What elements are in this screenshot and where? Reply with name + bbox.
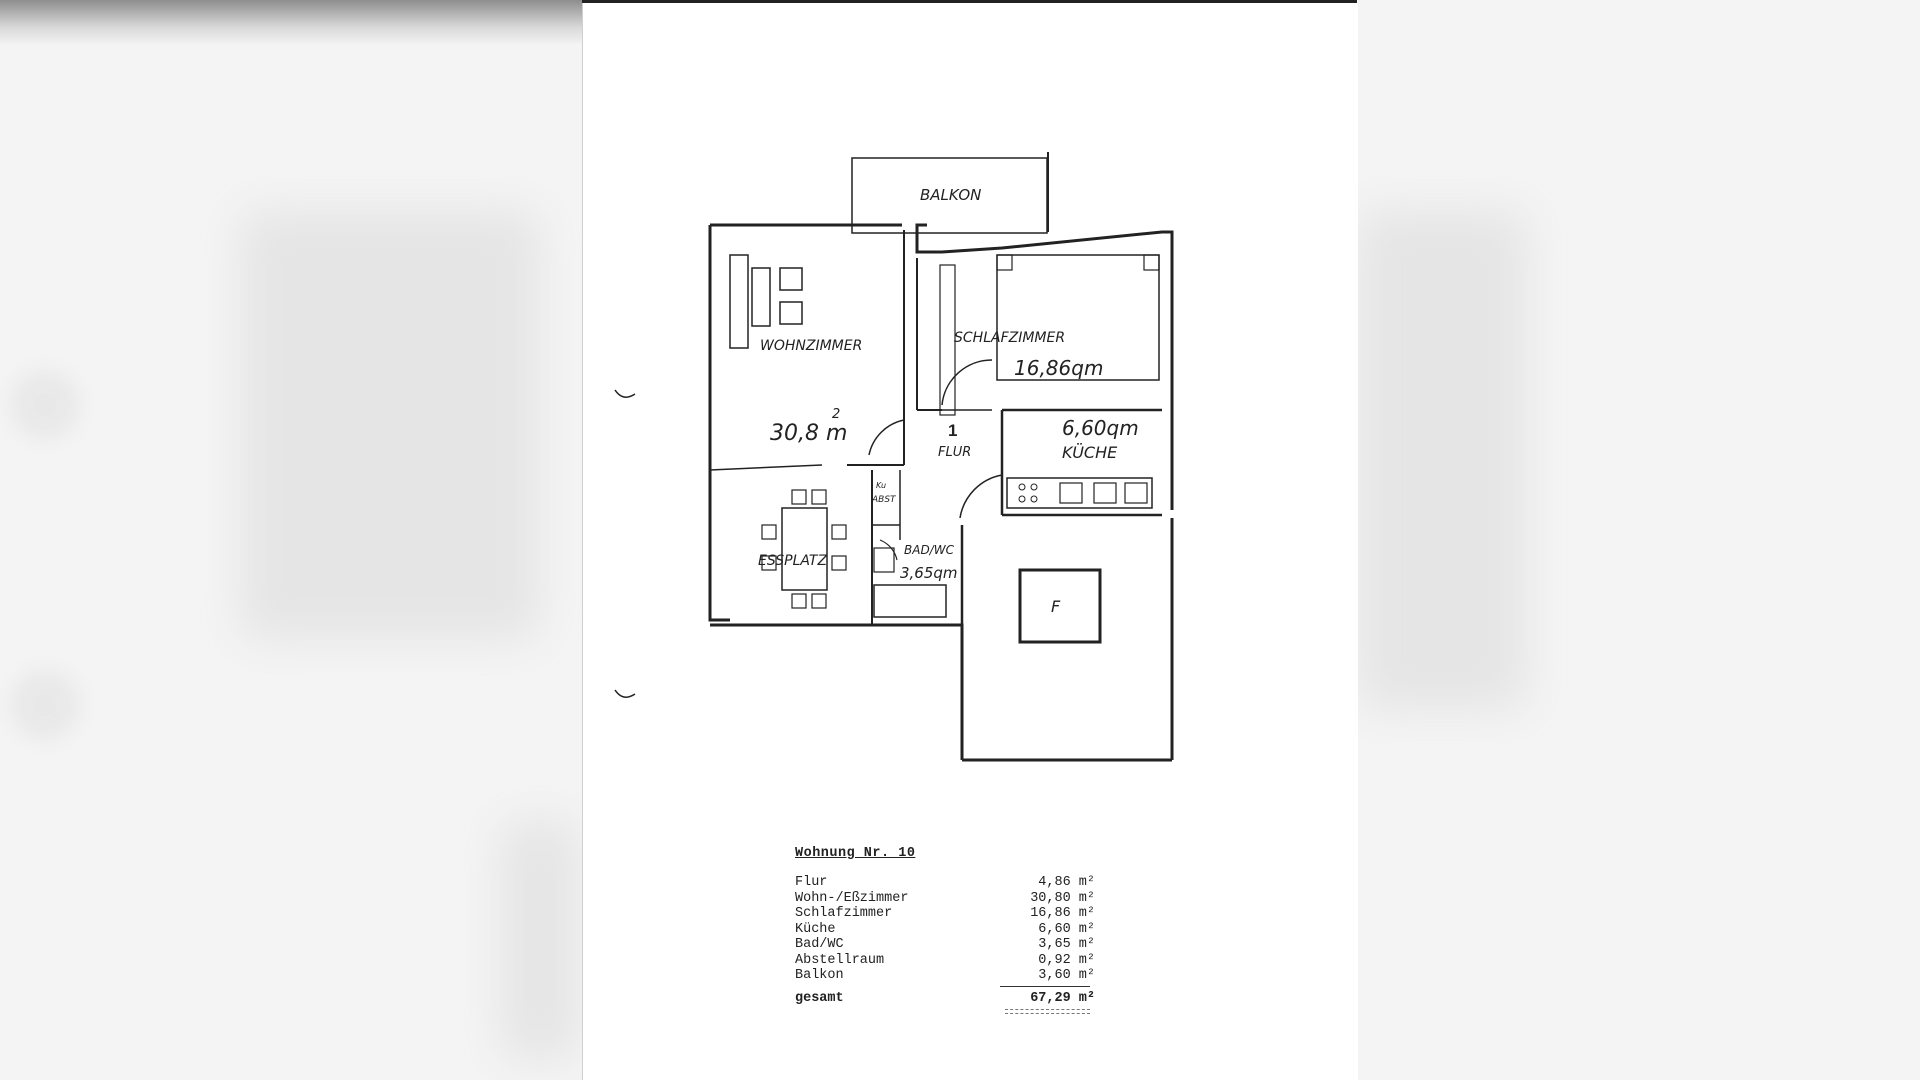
punch-hole-mark xyxy=(614,689,636,698)
total-value: 67,29 m² xyxy=(1030,990,1095,1006)
label-dining: ESSPLATZ xyxy=(758,553,827,569)
label-bedroom: SCHLAFZIMMER xyxy=(954,330,1065,346)
row-value: 3,65 m² xyxy=(1038,937,1095,952)
row-value: 16,86 m² xyxy=(1030,906,1095,921)
label-bath-area: 3,65qm xyxy=(900,564,958,582)
bed xyxy=(996,254,1160,381)
label-hall: FLUR xyxy=(938,445,971,460)
punch-hole-mark xyxy=(614,389,636,398)
row-value: 6,60 m² xyxy=(1038,921,1095,937)
door-swing xyxy=(868,419,905,456)
kitchen-counter xyxy=(1006,477,1153,509)
row-label: Balkon xyxy=(795,968,844,983)
blurred-punch-hole xyxy=(10,670,80,740)
row-label: Flur xyxy=(795,875,828,890)
table-row: Flur 4,86 m² xyxy=(795,875,1095,891)
area-table: Wohnung Nr. 10 Flur 4,86 m² Wohn-/Eßzimme… xyxy=(795,846,1095,1014)
sum-rule xyxy=(1000,985,1090,987)
row-value: 3,60 m² xyxy=(1038,968,1095,983)
label-bedroom-area: 16,86qm xyxy=(1014,356,1103,380)
label-balcony: BALKON xyxy=(920,186,981,204)
sofa xyxy=(729,254,749,349)
row-label: Wohn-/Eßzimmer xyxy=(795,890,909,906)
row-value: 0,92 m² xyxy=(1038,952,1095,968)
table-row: Abstellraum 0,92 m² xyxy=(795,953,1095,969)
label-hall-number: 1 xyxy=(948,421,957,440)
table-row: Wohn-/Eßzimmer 30,80 m² xyxy=(795,891,1095,907)
label-living-area: 30,8 m xyxy=(770,421,847,446)
label-storage: ABST xyxy=(871,495,897,505)
wardrobe xyxy=(939,264,956,416)
sink xyxy=(1093,482,1117,504)
blurred-table-ghost xyxy=(500,820,580,1060)
label-kitchen-area: 6,60qm xyxy=(1062,416,1139,440)
label-bath: BAD/WC xyxy=(904,543,955,557)
table-row: Küche 6,60 m² xyxy=(795,922,1095,938)
table-row: Schlafzimmer 16,86 m² xyxy=(795,906,1095,922)
outer-wall xyxy=(708,225,730,622)
blurred-punch-hole xyxy=(10,370,80,440)
floor-plan: BALKON WOHNZIMMER 30,8 m 2 SCHLAFZIMMER … xyxy=(614,152,1174,762)
blurred-plan-ghost xyxy=(240,210,540,640)
label-storage-top: Ku xyxy=(876,481,886,490)
label-f: F xyxy=(1051,597,1061,616)
row-value: 30,80 m² xyxy=(1030,890,1095,906)
f-square xyxy=(1018,568,1102,644)
armchair xyxy=(779,301,803,325)
label-living-area-sup: 2 xyxy=(832,407,840,422)
page-top-edge xyxy=(582,0,1357,3)
row-label: Küche xyxy=(795,921,836,937)
row-label: Schlafzimmer xyxy=(795,906,893,921)
dining-table xyxy=(781,507,828,591)
right-backdrop xyxy=(1357,0,1920,1080)
table-total-row: gesamt 67,29 m² xyxy=(795,991,1095,1007)
label-living: WOHNZIMMER xyxy=(760,338,862,354)
row-value: 4,86 m² xyxy=(1038,875,1095,890)
armchair xyxy=(779,267,803,291)
toilet xyxy=(873,547,895,573)
blurred-plan-ghost xyxy=(1357,210,1527,710)
label-kitchen: KÜCHE xyxy=(1062,443,1118,462)
total-label: gesamt xyxy=(795,990,844,1006)
double-underline xyxy=(1005,1009,1090,1014)
bathtub xyxy=(873,584,947,618)
top-shadow xyxy=(0,0,582,45)
row-label: Bad/WC xyxy=(795,937,844,952)
table-title: Wohnung Nr. 10 xyxy=(795,846,916,861)
row-label: Abstellraum xyxy=(795,952,885,968)
left-backdrop xyxy=(0,0,582,1080)
table-row: Balkon 3,60 m² xyxy=(795,968,1095,984)
table-row: Bad/WC 3,65 m² xyxy=(795,937,1095,953)
